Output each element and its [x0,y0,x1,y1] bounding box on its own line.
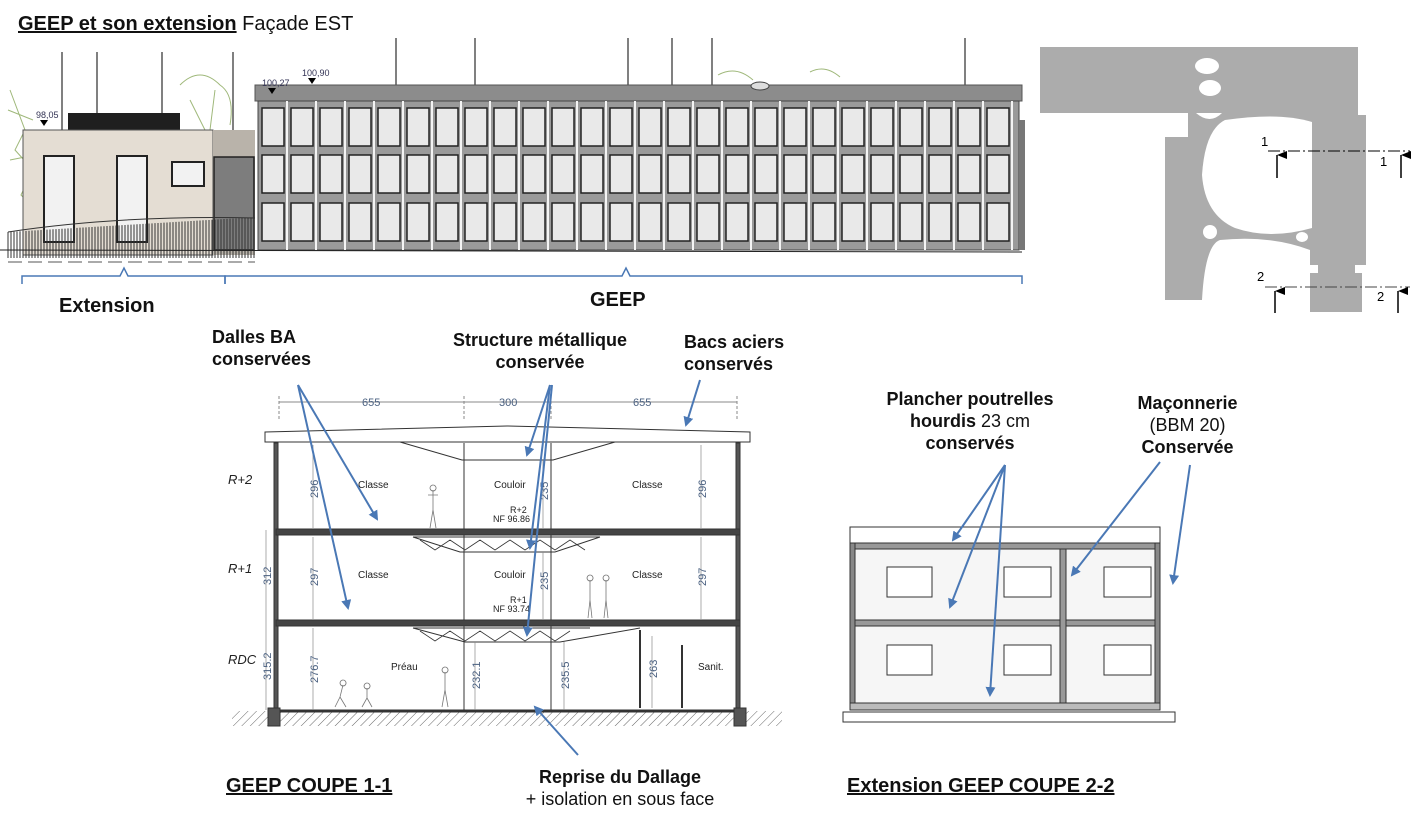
geep-label: GEEP [590,289,646,311]
section-1-1-dimensions: 655 300 655 296 235 296 312 297 235 297 … [262,397,709,689]
span-dim-2: 300 [499,397,517,409]
level-100-27: 100,27 [262,78,290,88]
room-label: Sanit. [698,662,724,673]
section-2-2 [842,526,1176,723]
annotation-line: (BBM 20) [1149,415,1226,435]
arrow-icon [297,384,352,610]
annotation-line: Conservée [1141,437,1234,457]
arrow-icon [985,464,1006,697]
floor-level: R+1 [510,595,527,605]
annotation-bacs: Bacs aciers conservés [684,331,784,375]
arrow-icon [526,384,551,550]
height-dim: 235.5 [560,661,572,689]
person-silhouette-icon [334,484,610,708]
level-label-rdc: RDC [228,652,257,667]
height-dim: 235 [539,572,551,590]
room-label: Classe [358,480,389,491]
level-98-05: 98,05 [36,110,59,120]
section-mark-1a: 1 [1261,134,1268,149]
height-dim: 315.2 [262,652,274,680]
height-dim: 232.1 [471,661,483,689]
brace-extension [21,266,1023,284]
annotation-line: + isolation en sous face [525,789,715,809]
room-label: Couloir [494,570,526,581]
height-dim: 296 [309,480,321,498]
arrow-icon [1169,464,1191,585]
annotation-line: 23 cm [975,411,1031,431]
height-dim: 296 [697,480,709,498]
title-subtitle: Façade EST [236,13,354,35]
span-dim-1: 655 [362,397,380,409]
arrow-icon [522,384,553,637]
annotation-maconnerie: Maçonnerie (BBM 20) Conservée [1125,392,1250,458]
annotation-structure: Structure métallique conservée [438,329,642,373]
floor-nf: NF 96.86 [493,514,530,524]
annotation-dalles: Dalles BA conservées [212,326,311,370]
height-dim: 297 [309,568,321,586]
height-dim: 297 [697,568,709,586]
annotation-reprise: Reprise du Dallage + isolation en sous f… [500,766,740,810]
room-label: Classe [632,570,663,581]
height-dim: 312 [262,567,274,585]
annotation-line: Maçonnerie [1137,393,1238,413]
annotation-line: conservées [212,349,312,369]
span-dim-3: 655 [633,397,651,409]
section-2-2-title: Extension GEEP COUPE 2-2 [847,775,1115,797]
height-dim: 263 [648,660,660,678]
height-dim: 276.7 [309,655,321,683]
level-marker-icon [40,78,770,126]
extension-label: Extension [59,295,155,317]
annotation-plancher: Plancher poutrelles hourdis 23 cm conser… [870,388,1070,454]
room-label: Couloir [494,480,526,491]
section-mark-1b: 1 [1380,154,1387,169]
annotation-line: conservés [684,354,774,374]
level-100-90: 100,90 [302,68,330,78]
annotation-line: hourdis [909,411,976,431]
arrow-icon [951,464,1006,542]
section-1-1 [232,396,782,727]
room-label: Préau [391,662,418,673]
arrow-icon [297,384,379,521]
level-label-r1: R+1 [228,561,252,576]
site-plan: 1 1 2 2 [1040,47,1411,313]
arrow-icon [948,464,1006,609]
floor-nf: NF 93.74 [493,604,530,614]
arrow-icon [533,705,579,756]
arrow-icon [524,384,551,457]
annotation-line: Dalles BA [212,327,297,347]
facade-elevation: 98,05 100,27 100,90 [0,38,1025,284]
floor-level: R+2 [510,505,527,515]
room-label: Classe [358,570,389,581]
annotation-line: Reprise du Dallage [538,767,702,787]
annotation-arrows [297,379,1191,756]
arrow-icon [1070,461,1161,577]
arrow-icon [683,379,701,427]
section-mark-2a: 2 [1257,269,1264,284]
title-bold: GEEP et son extension [18,13,237,35]
room-label: Classe [632,480,663,491]
annotation-line: Plancher poutrelles [886,389,1054,409]
level-label-r2: R+2 [228,472,253,487]
annotation-line: conservés [925,433,1015,453]
annotation-line: Structure métallique [452,330,628,350]
annotation-line: conservée [495,352,585,372]
section-1-1-title: GEEP COUPE 1-1 [226,775,393,797]
page-title: GEEP et son extension Façade EST [18,13,353,36]
section-mark-2b: 2 [1377,289,1384,304]
annotation-line: Bacs aciers [684,332,785,352]
